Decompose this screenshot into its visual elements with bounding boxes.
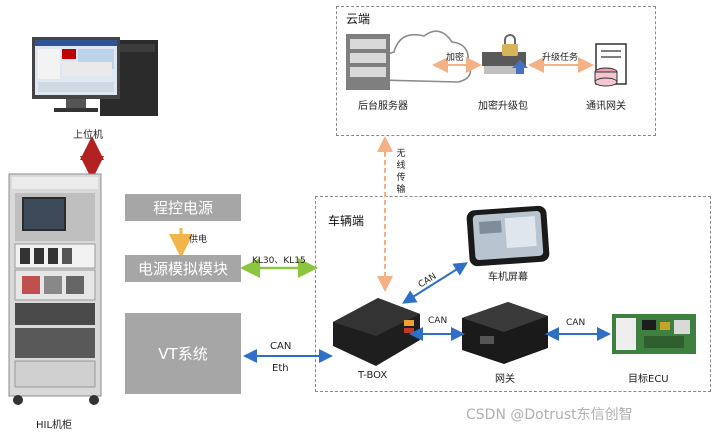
package-label: 加密升级包 [478, 101, 528, 112]
comm-gateway-icon [594, 43, 627, 87]
wireless-label: 无 线 传 输 [395, 148, 407, 196]
vt-can-label: CAN [270, 341, 292, 352]
vehicle-gateway-icon [462, 302, 548, 364]
vt-system-block: VT系统 [125, 313, 241, 394]
wireless-char: 传 [396, 173, 406, 183]
vt-eth-label: Eth [272, 363, 289, 374]
vehicle-title: 车辆端 [328, 214, 365, 228]
hil-cabinet-icon [8, 173, 102, 405]
hil-label: HIL机柜 [36, 420, 73, 431]
server-label: 后台服务器 [358, 101, 408, 112]
screen-label: 车机屏幕 [488, 272, 528, 283]
car-screen-icon [466, 205, 550, 267]
watermark: CSDN @Dotrust东信创智 [466, 407, 633, 423]
tbox-label: T-BOX [358, 370, 388, 381]
encrypted-package-icon [482, 34, 528, 74]
host-computer-icon [32, 37, 158, 116]
encrypt-arrow-label: 加密 [446, 53, 465, 63]
gateway-can-label: CAN [428, 316, 448, 326]
cloud-region [336, 6, 656, 136]
upgrade-arrow-label: 升级任务 [542, 53, 579, 63]
wireless-char: 输 [396, 185, 406, 195]
cloud-gateway-label: 通讯网关 [586, 101, 626, 112]
vehicle-gateway-label: 网关 [495, 374, 515, 385]
ecu-board-icon [612, 314, 696, 354]
tbox-icon [333, 298, 420, 366]
ecu-label: 目标ECU [628, 374, 669, 385]
supply-label: 供电 [189, 235, 208, 245]
cloud-title: 云端 [346, 12, 371, 26]
programmable-power-block: 程控电源 [125, 194, 241, 221]
kl-label: KL30、KL15 [252, 256, 306, 266]
ecu-can-label: CAN [566, 318, 586, 328]
vehicle-region [315, 196, 711, 392]
wireless-char: 无 [396, 149, 406, 159]
host-label: 上位机 [73, 130, 103, 141]
wireless-char: 线 [396, 161, 406, 171]
power-sim-module-block: 电源模拟模块 [125, 255, 241, 282]
